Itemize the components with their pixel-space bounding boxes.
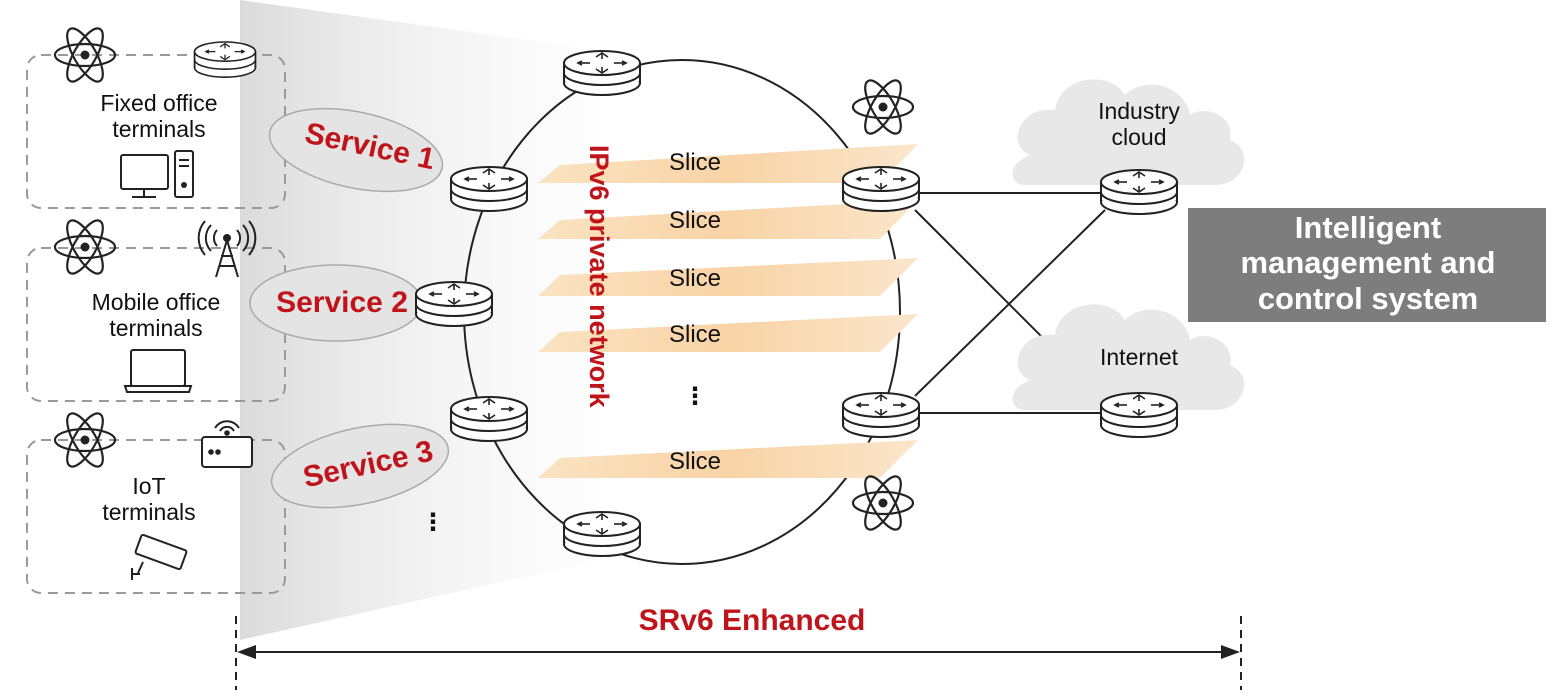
ipv6-network-label: IPv6 private network [584, 145, 614, 409]
slice-band [538, 314, 918, 352]
internet-label: Internet [1100, 344, 1179, 370]
management-system-box [1188, 208, 1546, 322]
slice-label-4: Slice [669, 321, 721, 348]
iot-label-2: terminals [102, 499, 195, 525]
slice-label-1: Slice [669, 149, 721, 176]
service-2-label: Service 2 [276, 286, 408, 319]
industry-cloud-label-2: cloud [1112, 124, 1167, 150]
srv6-span-arrow [235, 616, 1242, 690]
antenna-tower-icon [197, 220, 257, 278]
router-icon [563, 50, 641, 96]
industry-cloud-label-1: Industry [1098, 98, 1180, 124]
slice-band [538, 144, 918, 183]
wifi-router-icon [201, 420, 253, 468]
router-icon [842, 166, 920, 212]
iot-label-1: IoT [132, 473, 165, 499]
slice-label-3: Slice [669, 265, 721, 292]
service-3-bubble [270, 423, 450, 509]
slice-label-2: Slice [669, 207, 721, 234]
router-icon [450, 396, 528, 442]
service-1-bubble [268, 107, 444, 193]
router-icon [450, 166, 528, 212]
slice-band [538, 440, 918, 478]
atom-icon [851, 74, 915, 140]
slice-ellipsis: ⋮ [683, 383, 707, 410]
mobile-office-label-2: terminals [109, 315, 202, 341]
management-line-2: management and [1241, 245, 1496, 280]
router-icon [563, 511, 641, 557]
srv6-enhanced-label: SRv6 Enhanced [639, 604, 866, 637]
atom-icon [851, 470, 915, 536]
fixed-office-label-2: terminals [112, 116, 205, 142]
slice-band [538, 258, 918, 296]
router-icon [1100, 169, 1178, 215]
iot-box [26, 439, 286, 594]
surveillance-camera-icon [131, 533, 188, 580]
ring-ellipsis: ⋮ [421, 509, 445, 536]
slice-label-5: Slice [669, 448, 721, 475]
router-icon [842, 392, 920, 438]
laptop-icon [123, 349, 193, 393]
router-icon [193, 41, 257, 78]
management-line-1: Intelligent [1295, 210, 1441, 245]
router-icon [1100, 392, 1178, 438]
mobile-office-label-1: Mobile office [92, 289, 221, 315]
fixed-office-label-1: Fixed office [100, 90, 217, 116]
slice-bands [538, 144, 918, 478]
desktop-computer-icon [120, 150, 194, 198]
router-icon [415, 281, 493, 327]
management-line-3: control system [1258, 281, 1479, 316]
slice-band [538, 200, 918, 239]
